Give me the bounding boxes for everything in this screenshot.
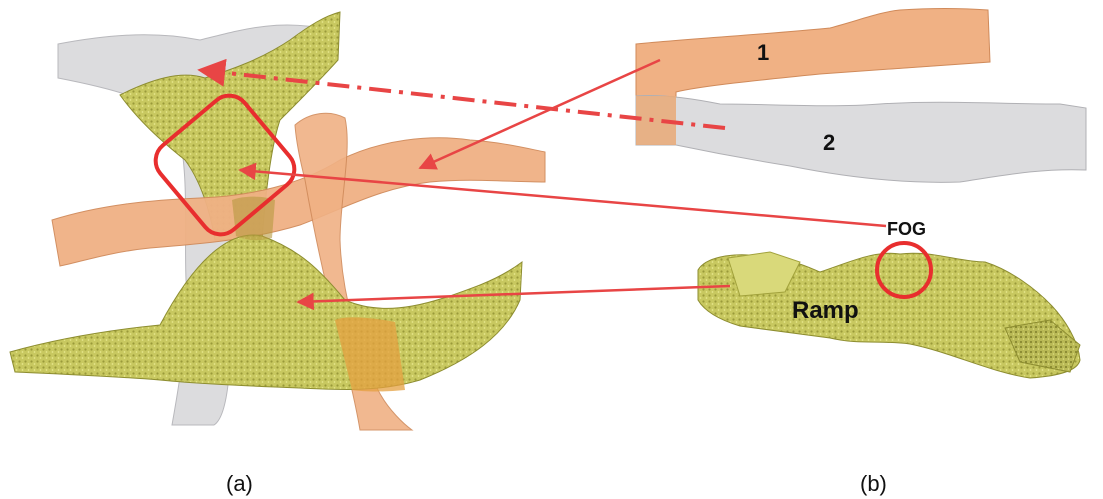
panel-a-caption: (a) [226,471,253,496]
orange-tunnel-a-horizontal [52,138,545,266]
fog-label: FOG [887,219,926,239]
panel-a-3d-model [10,12,545,430]
ramp-label: Ramp [792,297,859,324]
panel-b-tunnels [636,9,1086,379]
overlap-shade-upper [232,197,275,241]
tunnel-1-label: 1 [757,40,769,65]
tunnel-2-shape [636,95,1086,182]
tunnel-2-label: 2 [823,130,835,155]
panel-b-caption: (b) [860,471,887,496]
